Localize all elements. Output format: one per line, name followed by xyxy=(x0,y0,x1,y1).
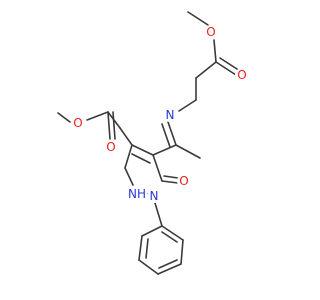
bond xyxy=(119,127,133,146)
oxygen-label: O xyxy=(73,116,82,130)
bond xyxy=(161,123,171,148)
bond xyxy=(187,11,209,26)
bond xyxy=(131,144,154,156)
bond xyxy=(219,57,241,72)
bond xyxy=(112,111,116,140)
bond xyxy=(161,231,178,243)
bond xyxy=(161,180,179,184)
bond xyxy=(152,154,163,182)
nitrogen-label: N xyxy=(166,108,175,122)
bond xyxy=(124,144,133,169)
bond xyxy=(152,144,177,156)
bond xyxy=(161,225,184,241)
oxygen-atom: O xyxy=(204,25,218,39)
bond xyxy=(107,111,111,140)
bond xyxy=(158,259,178,269)
oxygen-label: O xyxy=(206,25,215,39)
nitrogen-label: NH xyxy=(128,187,146,201)
bond xyxy=(215,61,237,76)
bond xyxy=(154,202,163,227)
molecule-diagram: O O N O O NH N O xyxy=(57,11,249,275)
imine-nitrogen-atom: N xyxy=(163,108,177,122)
ester-oxygen-atom: O xyxy=(71,116,85,130)
structure-drawing: O O N O O NH N O xyxy=(57,11,249,275)
bond xyxy=(138,259,159,275)
ketone-oxygen-atom: O xyxy=(177,174,191,188)
bond xyxy=(167,121,177,146)
bond xyxy=(175,144,201,159)
bond xyxy=(157,263,182,275)
bond xyxy=(195,61,217,79)
bond xyxy=(141,225,163,237)
carbonyl-oxygen-atom: O xyxy=(104,140,118,154)
carbonyl-oxygen-atom: O xyxy=(235,68,249,82)
pyrazole-nh-atom: NH xyxy=(127,187,147,201)
oxygen-label: O xyxy=(106,140,115,154)
bond xyxy=(124,167,134,186)
pyrazole-nitrogen-atom: N xyxy=(147,189,161,203)
bond xyxy=(145,238,149,259)
bond xyxy=(163,175,179,179)
nitrogen-label: N xyxy=(150,189,159,203)
bond xyxy=(213,39,217,63)
bond xyxy=(178,99,197,112)
bond xyxy=(180,239,184,265)
bond xyxy=(138,235,143,261)
bond xyxy=(86,111,109,121)
bond xyxy=(57,112,71,123)
oxygen-label: O xyxy=(179,174,188,188)
oxygen-label: O xyxy=(237,68,246,82)
bond xyxy=(131,153,151,164)
